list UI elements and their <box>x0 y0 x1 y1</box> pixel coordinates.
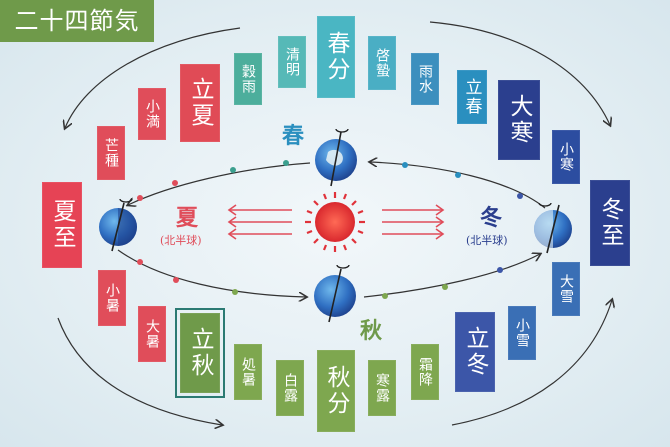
orbit-top-left <box>128 162 311 205</box>
term-risshun: 立春 <box>457 70 487 124</box>
term-boshu: 芒種 <box>97 126 125 180</box>
term-taisetsu: 大雪 <box>552 262 580 316</box>
term-taikan: 大寒 <box>498 80 540 160</box>
term-shosetsu: 小雪 <box>508 306 536 360</box>
outer-arrow-bottom-right <box>451 300 612 426</box>
earth-winter-icon <box>534 202 572 254</box>
term-seimei: 清明 <box>278 36 306 88</box>
term-kokuu: 穀雨 <box>234 53 262 105</box>
orbit-top-right <box>370 162 546 209</box>
season-winter-label: 冬 <box>480 205 503 231</box>
season-summer-label: 夏 <box>176 205 199 231</box>
earth-spring-icon <box>315 128 357 187</box>
term-taisho: 大暑 <box>138 306 166 362</box>
term-usui: 雨水 <box>411 53 439 105</box>
term-shoman: 小満 <box>138 88 166 140</box>
light-arrows-left <box>227 204 292 240</box>
term-keichitsu: 啓蟄 <box>368 36 396 90</box>
term-soko: 霜降 <box>411 344 439 400</box>
orbit-bottom-right <box>363 254 540 298</box>
term-ritto: 立冬 <box>455 312 495 392</box>
term-hakuro: 白露 <box>276 360 304 416</box>
light-arrows-right <box>382 204 445 240</box>
term-shokan: 小寒 <box>552 130 580 184</box>
term-kanro: 寒露 <box>368 360 396 416</box>
term-shosho2: 処暑 <box>234 344 262 400</box>
outer-arrow-top-left <box>65 27 241 128</box>
term-shunbun: 春分 <box>317 16 355 98</box>
earth-summer-icon <box>99 198 137 252</box>
term-toji: 冬至 <box>590 180 630 266</box>
season-autumn-label: 秋 <box>360 318 383 344</box>
outer-arrow-top <box>429 21 610 125</box>
term-shubun: 秋分 <box>317 350 355 432</box>
season-spring-label: 春 <box>282 123 305 149</box>
term-geshi: 夏至 <box>42 182 82 268</box>
term-rikka: 立夏 <box>180 64 220 142</box>
summer-hemisphere-note: (北半球) <box>160 234 202 247</box>
page-title: 二十四節気 <box>0 0 154 42</box>
term-shosho: 小暑 <box>98 270 126 326</box>
sun-icon <box>305 192 365 252</box>
orbit-bottom-left <box>117 249 306 297</box>
winter-hemisphere-note: (北半球) <box>466 234 508 247</box>
earth-autumn-icon <box>314 264 356 323</box>
term-risshu: 立秋 <box>175 308 225 398</box>
outer-arrow-bottom-left <box>57 317 222 425</box>
orbit-dots <box>137 160 523 299</box>
